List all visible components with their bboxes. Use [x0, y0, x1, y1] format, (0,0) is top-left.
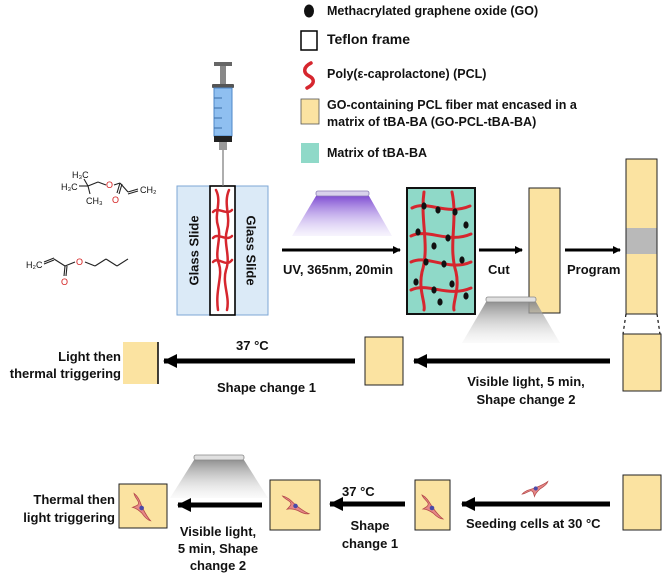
- row3-visible-line3: change 2: [189, 558, 247, 573]
- atom-h3c-top: H₃C: [72, 170, 89, 180]
- legend-teflon-label: Teflon frame: [327, 31, 410, 47]
- seeded-sample: [414, 479, 451, 531]
- syringe-icon: [212, 62, 234, 186]
- teflon-frame-icon: [300, 30, 318, 51]
- matrix-swatch: [301, 143, 319, 163]
- teflon-frame: [209, 185, 236, 316]
- legend-pcl-label: Poly(ε-caprolactone) (PCL): [327, 67, 487, 81]
- legend-mat-line2: matrix of tBA-BA (GO-PCL-tBA-BA): [327, 115, 537, 129]
- row2-temp-label: 37 °C: [236, 338, 269, 353]
- row2-visible-line2: Shape change 2: [476, 392, 576, 407]
- row3-visible-line1: Visible light,: [179, 524, 257, 539]
- legend-go-label: Methacrylated graphene oxide (GO): [327, 4, 539, 18]
- go-dot-icon: [304, 4, 314, 18]
- row2-title-line1: Light then: [58, 349, 121, 364]
- zoomed-sample: [622, 333, 662, 392]
- row3-title-line1: Thermal then: [33, 492, 115, 507]
- crosslinked-mat: [406, 187, 476, 315]
- atom-o-ring-1: O: [106, 180, 114, 190]
- atom-o-carbonyl-1: O: [112, 195, 120, 205]
- cut-label: Cut: [488, 262, 510, 277]
- sample-final-row3: [118, 483, 168, 529]
- uv-condition-label: UV, 365nm, 20min: [283, 262, 394, 277]
- sample-final-row2: [123, 342, 159, 384]
- cell-icon: [521, 475, 549, 501]
- monomer-1-structure: [79, 178, 139, 195]
- atom-ch3: CH₃: [86, 196, 103, 206]
- fiber-mat-swatch: [300, 98, 320, 125]
- row2-visible-line1: Visible light, 5 min,: [467, 374, 585, 389]
- atom-h3c-left: H₃C: [61, 182, 78, 192]
- sample-after-light: [364, 336, 404, 386]
- glass-slide-right-label: Glass Slide: [243, 215, 259, 286]
- legend-matrix-label: Matrix of tBA-BA: [327, 146, 427, 160]
- atom-o-carbonyl-2: O: [61, 277, 69, 287]
- uv-lamp-icon: [292, 190, 392, 236]
- row3-title-line2: light triggering: [23, 510, 115, 525]
- stretched-band: [626, 228, 657, 254]
- glass-slide-right: [234, 185, 269, 316]
- atom-ch2: CH₂: [140, 185, 157, 195]
- mold-assembly: [176, 185, 269, 316]
- seeding-label: Seeding cells at 30 °C: [466, 516, 601, 531]
- program-label: Program: [567, 262, 621, 277]
- visible-lamp-icon-row2: [462, 296, 560, 343]
- row2-change1-label: Shape change 1: [217, 380, 316, 395]
- visible-lamp-icon-row3: [170, 454, 268, 498]
- glass-slide-left-label: Glass Slide: [186, 215, 202, 286]
- zoom-lines: [622, 313, 661, 335]
- monomer-2-structure: [43, 257, 129, 277]
- sample-row3-start: [622, 474, 662, 531]
- row2-title-line2: thermal triggering: [9, 366, 121, 381]
- sample-after-thermal: [269, 479, 321, 531]
- atom-h2c: H₂C: [26, 260, 43, 270]
- pcl-fiber-icon: [303, 61, 315, 90]
- atom-o-ring-2: O: [76, 257, 84, 267]
- legend: [300, 4, 320, 163]
- row3-visible-line2: 5 min, Shape: [177, 541, 259, 556]
- legend-mat-line1: GO-containing PCL fiber mat encased in a: [327, 98, 577, 112]
- pcl-fibers-in-mold: [211, 188, 234, 312]
- cut-strip: [528, 187, 561, 314]
- row3-temp-label: 37 °C: [342, 484, 375, 499]
- row3-change1-line1: Shape: [350, 518, 390, 533]
- row3-change1-line2: change 1: [341, 536, 399, 551]
- programmed-strip: [625, 158, 658, 315]
